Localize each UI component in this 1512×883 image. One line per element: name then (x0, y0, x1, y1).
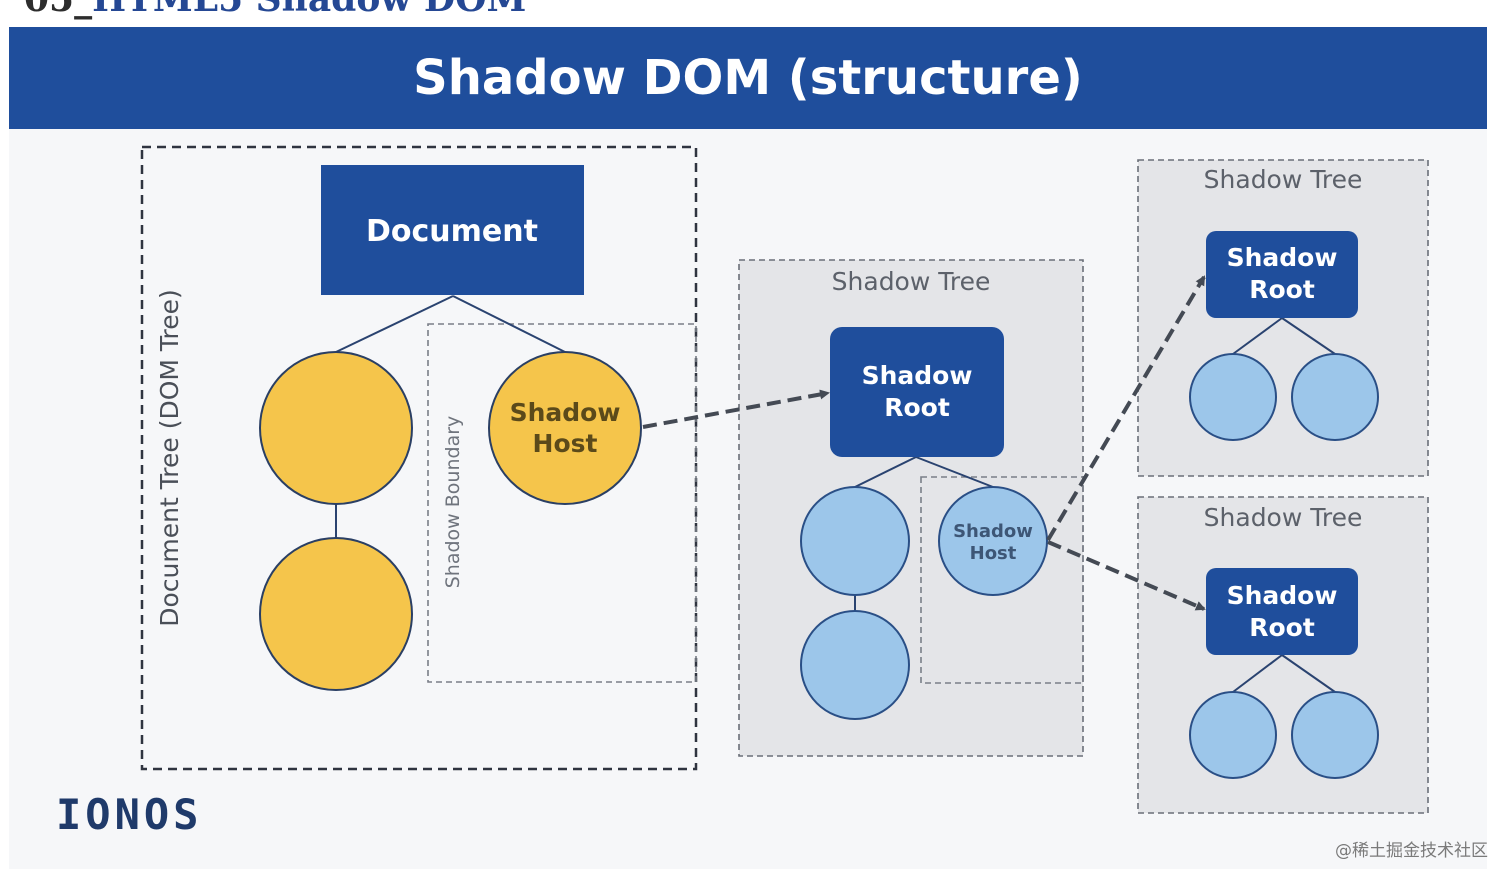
shadow-tree-top-label: Shadow Tree (1204, 165, 1363, 194)
shadow-root-middle-line1: Shadow (862, 361, 973, 390)
edge-document-left (335, 295, 454, 353)
shadow-root-bottom-line2: Root (1249, 613, 1315, 642)
ionos-logo: IONOS (56, 790, 203, 839)
bottom-node-blue-2 (1291, 691, 1379, 779)
edge-top-root-right (1281, 317, 1336, 355)
edge-bottom-root-right (1281, 654, 1336, 693)
middle-shadow-host-line1: Shadow (953, 521, 1033, 542)
document-tree-frame (140, 145, 698, 771)
middle-node-blue-1 (800, 486, 910, 596)
dom-node-yellow-2 (259, 537, 413, 691)
header-clip: 05_HTML5 Shadow DOM (24, 0, 526, 20)
header-clip-text: HTML5 Shadow DOM (92, 0, 526, 20)
edge-bottom-root-left (1232, 654, 1283, 693)
title-banner: Shadow DOM (structure) (9, 27, 1487, 129)
bottom-node-blue-1 (1189, 691, 1277, 779)
page-title: Shadow DOM (structure) (413, 50, 1083, 106)
middle-node-blue-2 (800, 610, 910, 720)
middle-shadow-host-node (938, 486, 1048, 596)
edge-middle-root-host (915, 456, 994, 488)
shadow-host-label-line2: Host (533, 429, 598, 458)
shadow-root-middle-line2: Root (884, 393, 950, 422)
document-node-label: Document (366, 214, 538, 249)
document-node (321, 165, 584, 295)
shadow-host-label-line1: Shadow (510, 398, 621, 427)
shadow-root-top-line1: Shadow (1227, 243, 1338, 272)
top-node-blue-2 (1291, 353, 1379, 441)
shadow-root-middle-node (830, 327, 1004, 457)
shadow-boundary-frame (427, 323, 697, 683)
shadow-tree-middle-label: Shadow Tree (832, 267, 991, 296)
shadow-root-bottom-line1: Shadow (1227, 581, 1338, 610)
shadow-boundary-label: Shadow Boundary (442, 416, 464, 589)
middle-shadow-host-line2: Host (970, 543, 1017, 564)
document-tree-label: Document Tree (DOM Tree) (155, 289, 184, 627)
top-node-blue-1 (1189, 353, 1277, 441)
arrow-middle-host-to-top-root (1046, 275, 1206, 542)
shadow-root-top-node (1206, 231, 1358, 318)
middle-inner-boundary-frame (920, 476, 1084, 684)
arrow-host-to-middle-root (642, 389, 830, 429)
arrow-middle-host-to-bottom-root (1047, 540, 1206, 611)
shadow-root-top-line2: Root (1249, 275, 1315, 304)
dom-node-yellow-1 (259, 351, 413, 505)
edge-middle-root-left (854, 456, 917, 488)
shadow-root-bottom-node (1206, 568, 1358, 655)
watermark-text: @稀土掘金技术社区 (1335, 841, 1488, 861)
shadow-tree-bottom-label: Shadow Tree (1204, 503, 1363, 532)
shadow-host-node (488, 351, 642, 505)
edge-document-host (452, 295, 566, 353)
header-clip-prefix: 05_ (24, 0, 92, 20)
edge-top-root-left (1232, 317, 1283, 355)
